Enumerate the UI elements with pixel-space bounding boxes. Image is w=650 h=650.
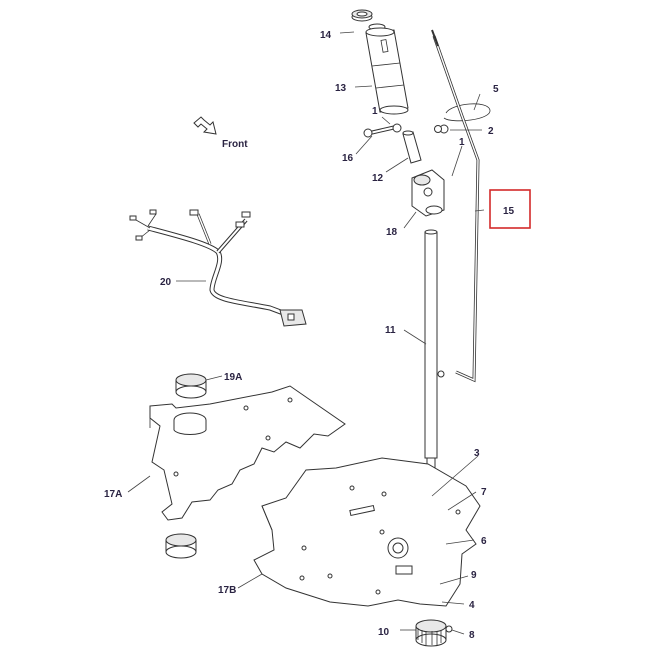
part-13-column-tube <box>365 27 409 115</box>
callout-12[interactable]: 12 <box>372 173 384 184</box>
callout-5[interactable]: 5 <box>493 84 499 95</box>
callout-8[interactable]: 8 <box>469 630 475 641</box>
callout-14[interactable]: 14 <box>320 30 332 41</box>
callout-20[interactable]: 20 <box>160 277 172 288</box>
part-20-wiring-harness <box>129 209 307 327</box>
callout-17b[interactable]: 17B <box>218 585 236 596</box>
callout-18[interactable]: 18 <box>386 227 398 238</box>
callout-16[interactable]: 16 <box>342 153 354 164</box>
front-label: Front <box>222 139 248 150</box>
callout-15-highlight-box <box>489 189 531 229</box>
part-11-steering-shaft <box>424 229 438 481</box>
part-19a-bushing-bottom <box>165 533 197 559</box>
callout-2[interactable]: 2 <box>488 126 494 137</box>
callout-1-lower[interactable]: 1 <box>459 137 465 148</box>
leader-lines <box>127 31 485 635</box>
part-17a-upper-plate <box>149 385 346 521</box>
part-18-universal-joint <box>411 169 445 217</box>
callout-17a[interactable]: 17A <box>104 489 122 500</box>
part-12-pin <box>402 130 422 164</box>
part-19a-bushing-top <box>175 373 207 399</box>
callout-19a[interactable]: 19A <box>224 372 242 383</box>
part-8-nut <box>445 625 453 633</box>
callout-9[interactable]: 9 <box>471 570 477 581</box>
part-1-nut-left <box>392 123 402 133</box>
part-5-clip <box>443 103 491 122</box>
callout-10[interactable]: 10 <box>378 627 390 638</box>
part-2-nut <box>434 124 449 134</box>
callout-15[interactable]: 15 <box>503 206 515 217</box>
part-17b-lower-plate <box>253 457 481 607</box>
callout-13[interactable]: 13 <box>335 83 347 94</box>
callout-1-upper[interactable]: 1 <box>372 106 378 117</box>
callout-4[interactable]: 4 <box>469 600 475 611</box>
callout-6[interactable]: 6 <box>481 536 487 547</box>
front-arrow-icon <box>193 116 217 135</box>
callout-11[interactable]: 11 <box>385 325 396 336</box>
part-16-bolt <box>363 125 397 138</box>
callout-7[interactable]: 7 <box>481 487 487 498</box>
part-15-control-rod <box>431 29 480 383</box>
part-14-nut <box>351 9 373 22</box>
part-10-gear <box>415 619 447 647</box>
callout-3[interactable]: 3 <box>474 448 480 459</box>
